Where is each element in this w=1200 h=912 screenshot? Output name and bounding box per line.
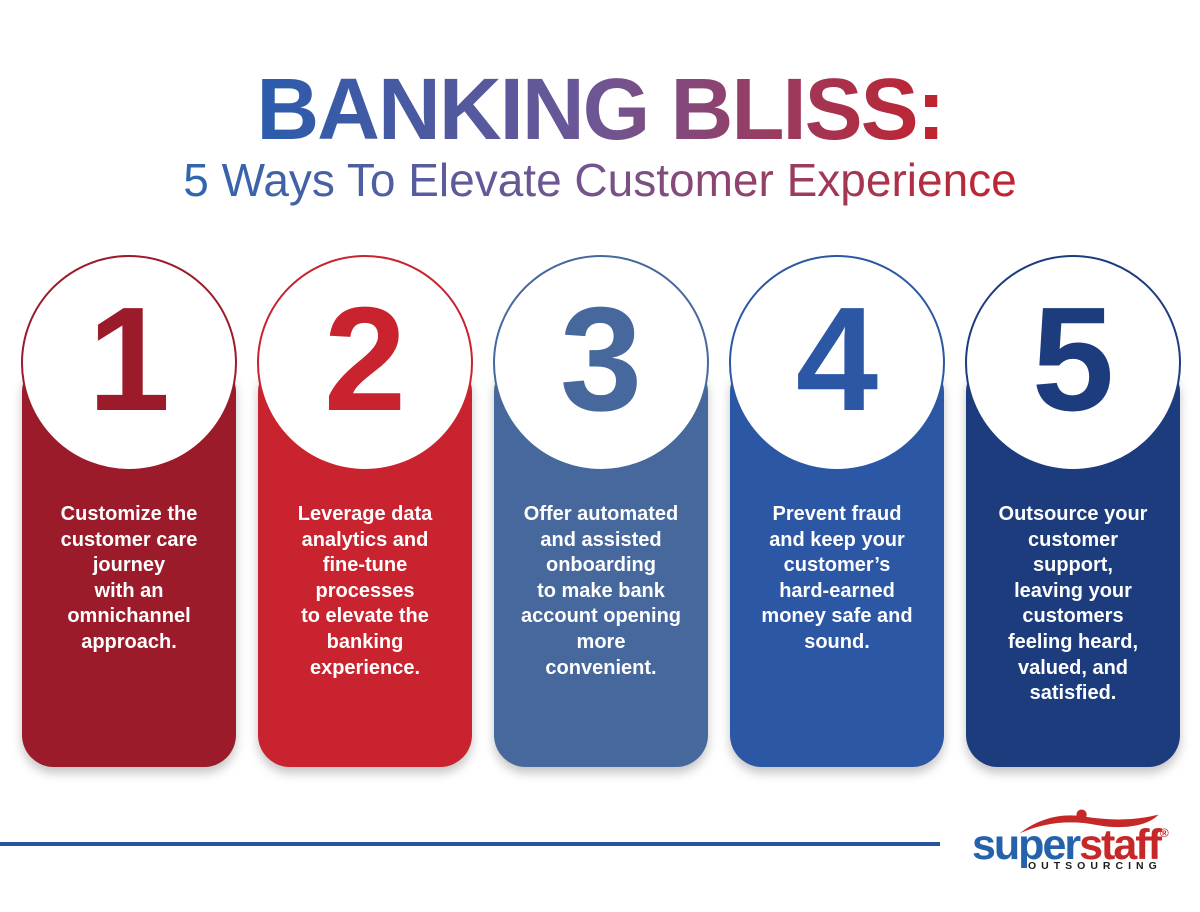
card-2-number: 2 (323, 277, 407, 442)
card-5-text: Outsource your customer support, leaving… (998, 503, 1148, 705)
card-2-text: Leverage data analytics and fine-tune pr… (297, 503, 433, 679)
page-subtitle: 5 Ways To Elevate Customer Experience (183, 154, 1017, 206)
card-2: 2 Leverage data analytics and fine-tune … (257, 255, 473, 767)
card-3-text: Offer automated and assisted onboarding … (521, 503, 681, 679)
card-1-number: 1 (87, 277, 171, 442)
card-3: 3 Offer automated and assisted onboardin… (493, 255, 709, 767)
card-4-number: 4 (795, 277, 879, 442)
card-1: 1 Customize the customer care journey wi… (21, 255, 237, 767)
logo-word-staff: staff (1079, 821, 1162, 869)
card-1-text: Customize the customer care journey with… (60, 503, 198, 653)
logo-wordmark: superstaff® (972, 824, 1169, 867)
logo-tagline: OUTSOURCING (1028, 860, 1162, 872)
steps-row: 1 Customize the customer care journey wi… (21, 255, 1181, 767)
card-1-circle: 1 (21, 255, 237, 471)
superstaff-logo: superstaff® OUTSOURCING (972, 809, 1186, 874)
card-5-number: 5 (1031, 277, 1115, 442)
logo-word-super: super (972, 821, 1081, 869)
card-4-text: Prevent fraud and keep your customer’s h… (761, 503, 913, 653)
page-title: BANKING BLISS: (256, 0, 945, 153)
card-2-circle: 2 (257, 255, 473, 471)
card-5-circle: 5 (965, 255, 1181, 471)
card-4: 4 Prevent fraud and keep your customer’s… (729, 255, 945, 767)
registered-mark: ® (1159, 826, 1169, 840)
card-3-number: 3 (559, 277, 643, 442)
card-3-circle: 3 (493, 255, 709, 471)
card-5: 5 Outsource your customer support, leavi… (965, 255, 1181, 767)
swoosh-icon (1019, 809, 1159, 834)
header: BANKING BLISS: 5 Ways To Elevate Custome… (0, 0, 1200, 206)
footer-divider (0, 842, 940, 846)
card-4-circle: 4 (729, 255, 945, 471)
